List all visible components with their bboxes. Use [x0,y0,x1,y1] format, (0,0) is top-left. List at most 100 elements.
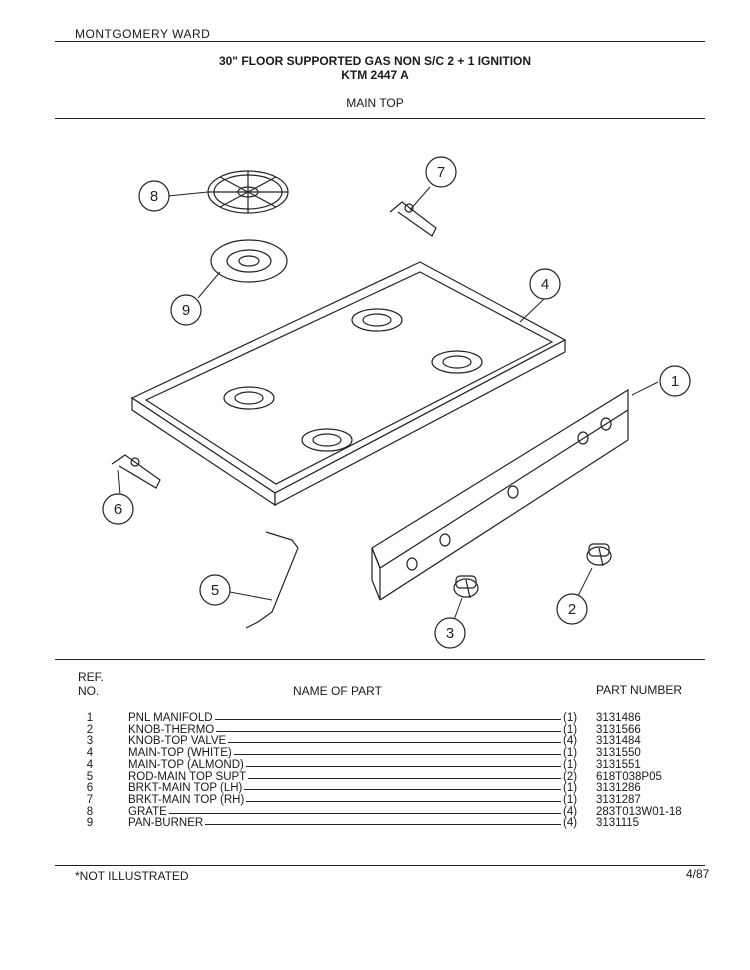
row-ref-number: 9 [86,817,94,830]
table-row: 6 BRKT-MAIN TOP (LH) (1) 3131286 [60,782,720,796]
row-ref-number: 4 [86,758,94,771]
col-header-no: NO. [78,684,100,698]
svg-text:9: 9 [182,302,190,319]
callout-3: 3 [434,617,466,649]
row-leader-line [169,812,561,814]
manifold-panel-drawing [371,388,629,601]
row-leader-line [215,719,561,720]
leader-lines [117,186,659,621]
row-part-name: KNOB-THERMO [128,723,215,736]
callout-6: 6 [102,493,134,525]
callout-5: 5 [199,574,231,606]
burner-pan-drawing [210,239,288,283]
callout-group: 1 2 3 4 5 6 7 8 [102,156,691,649]
header-rule [55,41,705,42]
table-top-rule [55,659,705,660]
row-ref-number: 7 [86,793,94,806]
row-quantity: (1) [563,712,578,724]
row-part-number: 283T013W01-18 [596,805,682,818]
row-part-name: PNL MANIFOLD [128,712,213,724]
section-rule [55,118,705,119]
row-part-number: 3131551 [596,758,641,771]
row-quantity: (1) [563,782,578,795]
col-header-ref: REF. [78,670,105,684]
row-part-name: GRATE [128,805,167,818]
callout-9: 9 [170,294,202,326]
row-part-name: BRKT-MAIN TOP (LH) [128,782,243,795]
row-ref-number: 2 [86,723,94,736]
row-part-name: BRKT-MAIN TOP (RH) [128,793,245,806]
row-quantity: (1) [563,747,578,760]
document-title: 30" FLOOR SUPPORTED GAS NON S/C 2 + 1 IG… [218,54,532,68]
row-leader-line [246,800,561,802]
burner-openings [223,308,483,452]
row-part-number: 3131287 [596,793,641,806]
row-ref-number: 4 [86,747,94,760]
row-ref-number: 6 [86,782,94,795]
knob-top-valve-drawing [453,575,479,599]
callout-1: 1 [659,365,691,397]
row-leader-line [216,730,561,732]
svg-text:2: 2 [568,601,576,618]
row-quantity: (2) [563,770,578,783]
row-quantity: (4) [563,735,578,748]
svg-text:1: 1 [671,373,679,390]
callout-8: 8 [138,180,170,212]
row-leader-line [234,754,561,756]
callout-4: 4 [529,268,561,300]
svg-text:6: 6 [114,501,122,518]
revision-date: 4/87 [686,867,710,881]
support-rod-drawing [245,531,299,629]
row-leader-line [246,765,561,767]
exploded-parts-diagram: 1 2 3 4 5 6 7 8 [102,156,691,649]
row-part-name: MAIN-TOP (ALMOND) [128,758,244,771]
row-leader-line [205,824,561,826]
table-row: 4 MAIN-TOP (ALMOND) (1) 3131551 [60,759,720,773]
row-leader-line [248,777,561,779]
row-part-number: 3131286 [596,782,641,795]
row-quantity: (1) [563,723,578,736]
table-row: 1 PNL MANIFOLD (1) 3131486 [60,712,720,726]
svg-text:4: 4 [541,276,549,293]
brand-name: MONTGOMERY WARD [75,27,211,41]
row-part-name: KNOB-TOP VALVE [128,735,227,748]
row-part-number: 3131115 [596,817,640,830]
svg-text:7: 7 [437,164,445,181]
row-quantity: (1) [563,793,578,806]
row-quantity: (4) [563,817,578,830]
table-row: 7 BRKT-MAIN TOP (RH) (1) 3131287 [60,794,720,808]
row-ref-number: 5 [86,770,94,783]
table-row: 5 ROD-MAIN TOP SUPT (2) 618T038P05 [60,771,720,785]
bracket-lh-drawing [111,454,161,489]
model-number: KTM 2447 A [341,68,409,82]
row-part-number: 3131550 [596,747,641,760]
row-part-name: ROD-MAIN TOP SUPT [128,770,247,783]
bracket-rh-drawing [389,201,437,237]
row-part-number: 3131566 [596,723,641,736]
main-top-drawing [130,261,567,507]
row-part-number: 3131486 [596,712,641,724]
row-quantity: (1) [563,758,578,771]
row-ref-number: 1 [86,712,94,724]
footer-rule [55,865,705,866]
section-title: MAIN TOP [346,96,404,110]
row-quantity: (4) [563,805,578,818]
table-row: 2 KNOB-THERMO (1) 3131566 [60,724,720,738]
row-ref-number: 8 [86,805,94,818]
callout-2: 2 [556,593,588,625]
row-part-number: 618T038P05 [596,770,662,783]
table-row: 4 MAIN-TOP (WHITE) (1) 3131550 [60,747,720,761]
svg-text:8: 8 [150,188,158,205]
callout-7: 7 [425,156,457,188]
row-part-number: 3131484 [596,735,641,748]
row-leader-line [244,789,561,791]
col-header-part-number: PART NUMBER [596,683,683,697]
row-ref-number: 3 [86,735,94,748]
col-header-name: NAME OF PART [293,684,382,698]
grate-drawing [207,170,289,214]
table-row: 3 KNOB-TOP VALVE (4) 3131484 [60,735,720,749]
row-part-name: MAIN-TOP (WHITE) [128,747,232,760]
svg-text:3: 3 [446,625,454,642]
not-illustrated-note: *NOT ILLUSTRATED [75,869,189,883]
